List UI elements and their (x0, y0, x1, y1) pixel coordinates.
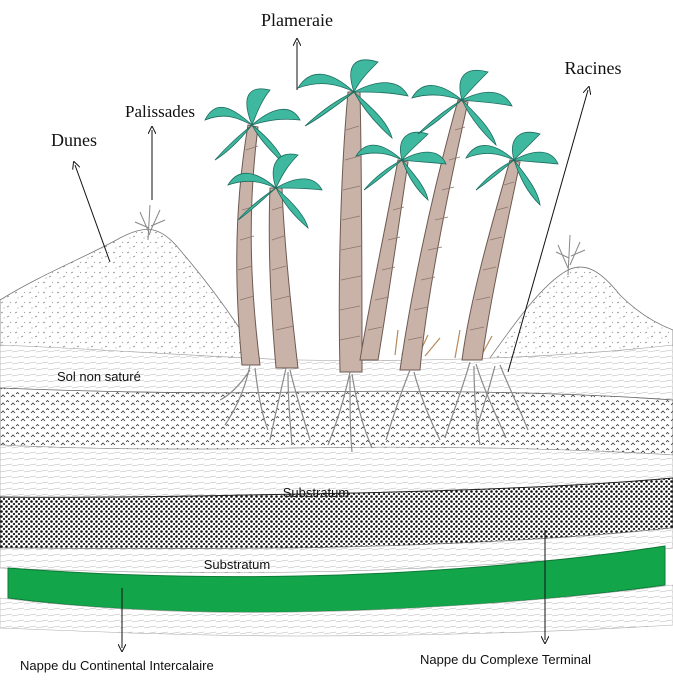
substratum-top-label: Substratum (283, 485, 349, 500)
trunk-3 (339, 92, 362, 372)
nappe-ci-label: Nappe du Continental Intercalaire (20, 658, 214, 673)
sol-non-sature-label: Sol non saturé (57, 369, 141, 384)
palm-trunks (237, 92, 520, 372)
dunes-pointer (75, 165, 110, 262)
palissades-label: Palissades (125, 102, 195, 121)
trunk-1 (237, 125, 260, 365)
plameraie-label: Plameraie (261, 10, 333, 30)
racines-label: Racines (565, 58, 622, 78)
substratum-bottom-label: Substratum (204, 557, 270, 572)
trunk-4 (360, 160, 408, 360)
trunk-2 (269, 188, 298, 368)
dunes-label: Dunes (51, 130, 97, 150)
nappe-ct-label: Nappe du Complexe Terminal (420, 652, 591, 667)
